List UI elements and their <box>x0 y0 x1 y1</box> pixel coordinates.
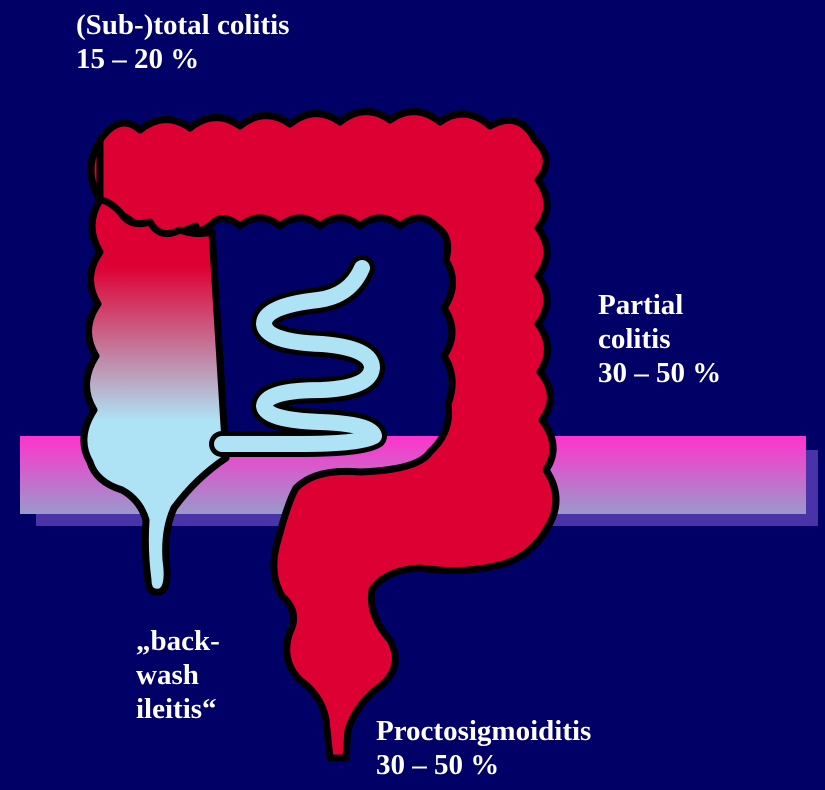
label-backwash-line3: ileitis“ <box>136 692 220 726</box>
label-subtotal-percent: 15 – 20 % <box>76 42 289 76</box>
label-backwash-line2: wash <box>136 658 220 692</box>
label-partial-line2: colitis <box>598 322 721 356</box>
label-subtotal-colitis: (Sub-)total colitis 15 – 20 % <box>76 8 289 76</box>
label-procto-title: Proctosigmoiditis <box>376 714 591 748</box>
label-procto-percent: 30 – 50 % <box>376 748 591 782</box>
label-partial-colitis: Partial colitis 30 – 50 % <box>598 288 721 390</box>
label-backwash-line1: „back- <box>136 624 220 658</box>
label-backwash-ileitis: „back- wash ileitis“ <box>136 624 220 726</box>
label-partial-percent: 30 – 50 % <box>598 356 721 390</box>
label-partial-line1: Partial <box>598 288 721 322</box>
label-subtotal-title: (Sub-)total colitis <box>76 8 289 42</box>
label-proctosigmoiditis: Proctosigmoiditis 30 – 50 % <box>376 714 591 782</box>
